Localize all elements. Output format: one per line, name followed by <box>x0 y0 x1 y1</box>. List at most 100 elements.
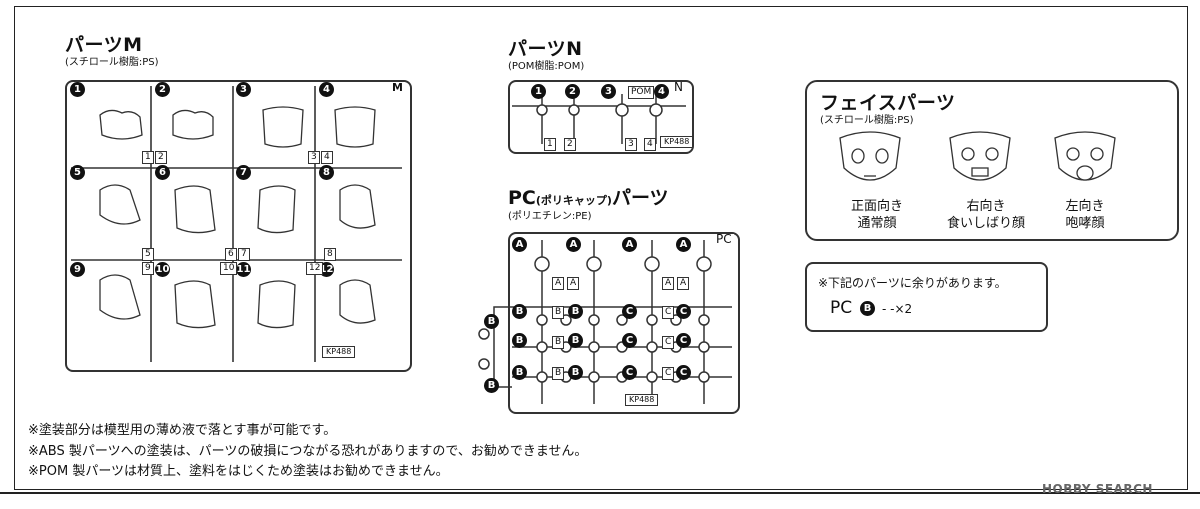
extra-parts-letter: B <box>860 301 875 316</box>
extra-parts-prefix: PC <box>830 298 853 318</box>
gate-tag: A <box>662 277 675 290</box>
gate-tag: 12 <box>306 262 324 275</box>
face-label-line2: 通常顔 <box>857 216 897 231</box>
pc-letter-a: A <box>566 237 581 252</box>
gate-tag: 1 <box>142 151 154 164</box>
pc-letter-b: B <box>568 304 583 319</box>
face-label-line2: 咆哮顔 <box>1065 216 1105 231</box>
gate-tag: 2 <box>564 138 576 151</box>
parts-n-runner-tag: POM <box>628 86 655 99</box>
gate-tag: 3 <box>625 138 637 151</box>
pc-letter-b: B <box>568 365 583 380</box>
face-parts-panel <box>805 80 1179 241</box>
gate-tag: C <box>662 306 675 319</box>
gate-tag: 2 <box>155 151 167 164</box>
face-label-line1: 左向き <box>1065 199 1105 214</box>
parts-pc-runner-letter: PC <box>714 232 734 246</box>
gate-tag: 4 <box>321 151 333 164</box>
part-n-number: 3 <box>601 84 616 99</box>
parts-m-runner-letter: M <box>390 81 405 94</box>
pc-letter-a: A <box>512 237 527 252</box>
gate-tag: 10 <box>220 262 238 275</box>
parts-pc-title-parts: パーツ <box>611 187 669 209</box>
parts-n-code: KP488 <box>660 136 694 148</box>
gate-tag: 6 <box>225 248 237 261</box>
parts-n-runner <box>508 80 694 154</box>
pc-letter-b: B <box>512 365 527 380</box>
gate-tag: C <box>662 367 675 380</box>
note-line: ※ABS 製パーツへの塗装は、パーツの破損につながる恐れがありますので、お勧めで… <box>28 444 588 459</box>
parts-n-title: パーツN <box>508 38 583 60</box>
pc-letter-b: B <box>512 333 527 348</box>
gate-tag: C <box>662 336 675 349</box>
gate-tag: 3 <box>308 151 320 164</box>
extra-parts-box <box>805 262 1048 332</box>
part-n-number: 1 <box>531 84 546 99</box>
parts-pc-title: PC(ポリキャップ)パーツ <box>508 183 669 210</box>
gate-tag: B <box>552 336 565 349</box>
pc-letter-c: C <box>622 304 637 319</box>
manual-frame <box>14 6 1188 490</box>
pc-letter-a: A <box>622 237 637 252</box>
part-m-number: 4 <box>319 82 334 97</box>
gate-tag: 1 <box>544 138 556 151</box>
pc-letter-b: B <box>568 333 583 348</box>
face-label-left: 左向き 咆哮顔 <box>1040 198 1130 232</box>
gate-tag: 8 <box>324 248 336 261</box>
gate-tag: A <box>552 277 565 290</box>
pc-letter-c: C <box>676 365 691 380</box>
parts-m-shapes <box>99 106 376 329</box>
pc-letter-b: B <box>484 378 499 393</box>
pc-letter-b: B <box>484 314 499 329</box>
part-m-number: 5 <box>70 165 85 180</box>
parts-m-code: KP488 <box>322 346 356 358</box>
part-m-number: 9 <box>70 262 85 277</box>
gate-tag: A <box>567 277 580 290</box>
part-m-number: 1 <box>70 82 85 97</box>
part-n-number: 2 <box>565 84 580 99</box>
part-m-number: 8 <box>319 165 334 180</box>
gate-tag: B <box>552 306 565 319</box>
extra-parts-quantity: - -×2 <box>882 302 913 316</box>
parts-pc-runner-lines <box>478 240 732 404</box>
gate-tag: 5 <box>142 248 154 261</box>
pc-letter-c: C <box>676 333 691 348</box>
pc-letter-c: C <box>676 304 691 319</box>
parts-m-title: パーツM <box>65 34 143 56</box>
face-label-front: 正面向き 通常顔 <box>832 198 922 232</box>
note-line: ※POM 製パーツは材質上、塗料をはじくため塗装はお勧めできません。 <box>28 464 449 479</box>
gate-tag: 9 <box>142 262 154 275</box>
extra-parts-item: PC <box>830 298 852 318</box>
parts-pc-code: KP488 <box>625 394 659 406</box>
face-label-line1: 右向き <box>966 199 1006 214</box>
extra-parts-text: ※下記のパーツに余りがあります。 <box>818 276 1007 290</box>
parts-m-runner <box>65 80 412 372</box>
face-parts-title: フェイスパーツ <box>820 92 956 114</box>
pc-letter-b: B <box>512 304 527 319</box>
part-n-number: 4 <box>654 84 669 99</box>
pc-letter-a: A <box>676 237 691 252</box>
parts-pc-title-pc: PC <box>508 187 536 209</box>
note-line: ※塗装部分は模型用の薄め液で落とす事が可能です。 <box>28 423 337 438</box>
part-m-number: 6 <box>155 165 170 180</box>
part-m-number: 2 <box>155 82 170 97</box>
gate-tag: 4 <box>644 138 656 151</box>
face-label-line2: 食いしばり顔 <box>946 216 1025 231</box>
gate-tag: A <box>677 277 690 290</box>
gate-tag: B <box>552 367 565 380</box>
parts-n-runner-lines <box>512 94 686 144</box>
part-m-number: 10 <box>155 262 170 277</box>
parts-pc-runner <box>508 232 740 414</box>
pc-letter-c: C <box>622 365 637 380</box>
parts-n-subtitle: (POM樹脂:POM) <box>508 61 585 72</box>
part-m-number: 3 <box>236 82 251 97</box>
part-m-number: 11 <box>236 262 251 277</box>
parts-pc-subtitle: (ポリエチレン:PE) <box>508 211 592 222</box>
face-parts-subtitle: (スチロール樹脂:PS) <box>820 115 914 126</box>
parts-n-runner-letter: N <box>672 80 685 94</box>
bottom-rule <box>0 492 1200 494</box>
face-label-line1: 正面向き <box>850 199 903 214</box>
pc-letter-c: C <box>622 333 637 348</box>
face-label-right: 右向き 食いしばり顔 <box>931 198 1041 232</box>
parts-m-subtitle: (スチロール樹脂:PS) <box>65 57 159 68</box>
